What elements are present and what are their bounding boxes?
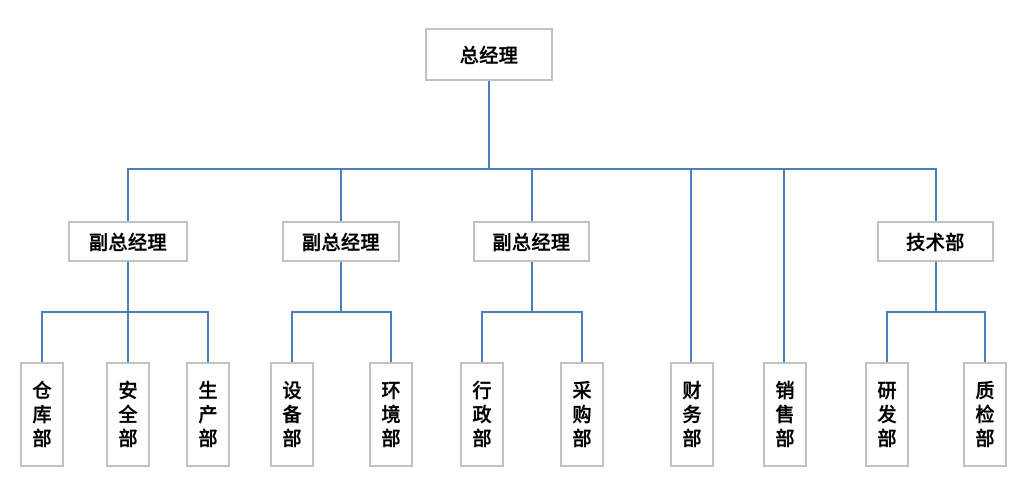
org-node-label: 安全部	[118, 379, 138, 450]
connector-line	[984, 312, 986, 362]
org-node-finance-dept: 财务部	[670, 362, 714, 467]
connector-line	[207, 312, 209, 362]
connector-line	[340, 262, 342, 312]
org-node-production-dept: 生产部	[186, 362, 230, 467]
org-node-label: 副总经理	[88, 232, 167, 254]
org-node-environment-dept: 环境部	[369, 362, 413, 467]
org-node-label: 质检部	[975, 379, 995, 450]
connector-line	[783, 169, 785, 362]
org-node-warehouse-dept: 仓库部	[20, 362, 64, 467]
org-node-admin-dept: 行政部	[460, 362, 504, 467]
org-node-label: 销售部	[775, 379, 795, 450]
org-node-label: 行政部	[472, 379, 492, 450]
org-node-label: 技术部	[906, 232, 965, 254]
org-node-label: 仓库部	[32, 379, 52, 450]
connector-line	[41, 312, 43, 362]
org-node-label: 设备部	[282, 379, 302, 450]
org-node-label: 生产部	[198, 379, 218, 450]
connector-line	[581, 312, 583, 362]
connector-line	[291, 312, 293, 362]
org-node-deputy-gm-1: 副总经理	[68, 221, 188, 262]
connector-line	[886, 311, 986, 313]
org-node-deputy-gm-2: 副总经理	[282, 221, 400, 262]
connector-line	[127, 169, 129, 222]
org-node-rnd-dept: 研发部	[865, 362, 909, 467]
connector-line	[690, 169, 692, 362]
org-node-label: 研发部	[877, 379, 897, 450]
org-node-label: 环境部	[381, 379, 401, 450]
org-node-label: 副总经理	[301, 232, 380, 254]
connector-line	[291, 311, 392, 313]
connector-line	[340, 169, 342, 222]
connector-line	[531, 262, 533, 312]
org-node-general-manager: 总经理	[425, 28, 553, 81]
org-node-equipment-dept: 设备部	[270, 362, 314, 467]
connector-line	[390, 312, 392, 362]
connector-line	[481, 312, 483, 362]
connector-line	[935, 169, 937, 222]
org-node-deputy-gm-3: 副总经理	[473, 221, 590, 262]
connector-line	[41, 311, 209, 313]
org-node-technology-dept: 技术部	[877, 221, 994, 262]
connector-line	[127, 262, 129, 312]
org-node-safety-dept: 安全部	[106, 362, 150, 467]
connector-line	[488, 81, 490, 169]
org-node-purchasing-dept: 采购部	[560, 362, 604, 467]
org-node-label: 采购部	[572, 379, 592, 450]
connector-line	[886, 312, 888, 362]
org-node-label: 总经理	[459, 45, 519, 67]
org-node-sales-dept: 销售部	[763, 362, 807, 467]
connector-line	[531, 169, 533, 222]
connector-line	[481, 311, 583, 313]
org-node-label: 副总经理	[492, 232, 571, 254]
org-node-quality-dept: 质检部	[963, 362, 1007, 467]
connector-line	[127, 312, 129, 362]
connector-line	[935, 262, 937, 312]
org-node-label: 财务部	[682, 379, 702, 450]
